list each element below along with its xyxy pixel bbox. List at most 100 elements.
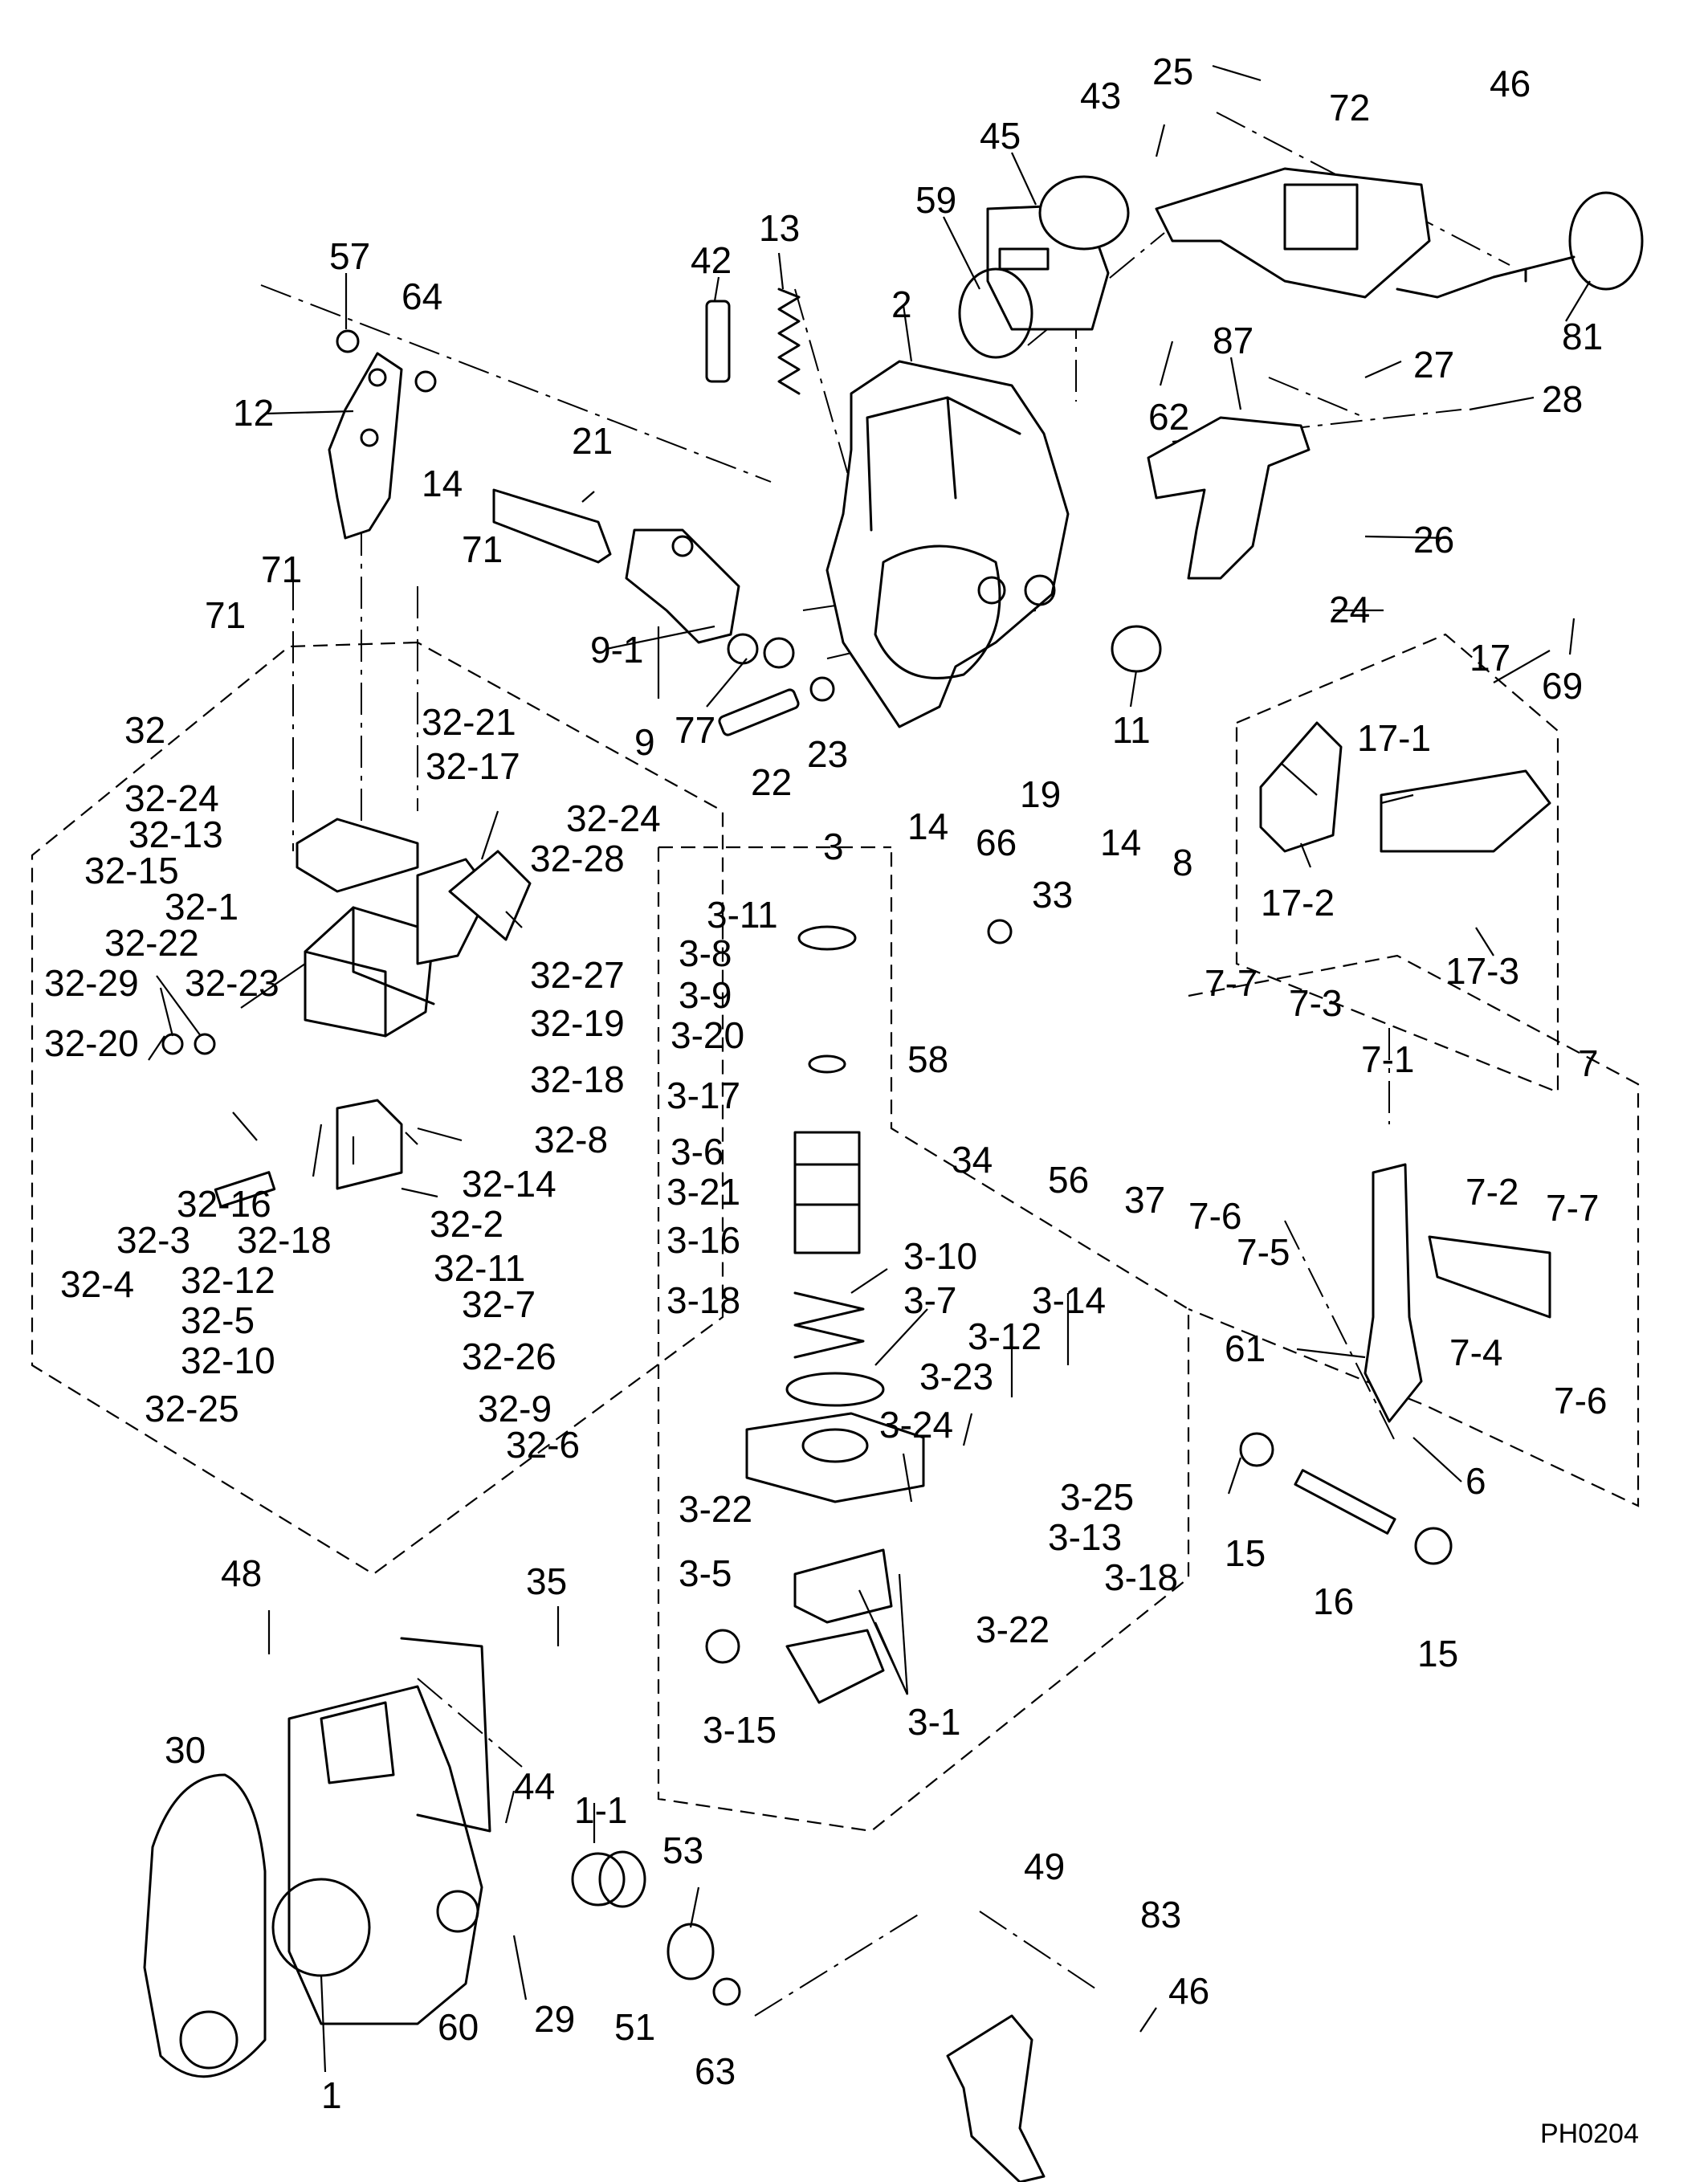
callout-29: 29 [534, 1998, 575, 2040]
callout-32-14: 32-14 [462, 1163, 556, 1205]
callout-32-9: 32-9 [478, 1388, 552, 1430]
callout-72: 72 [1329, 87, 1370, 128]
callout-3-17: 3-17 [666, 1075, 740, 1116]
callout-28: 28 [1542, 378, 1583, 420]
callout-51: 51 [614, 2006, 655, 2048]
callout-7-5: 7-5 [1237, 1231, 1290, 1273]
callout-87: 87 [1213, 320, 1253, 361]
callout-23: 23 [807, 733, 848, 775]
callout-37: 37 [1124, 1179, 1165, 1221]
vacuum-actuator-81-part [1396, 191, 1644, 299]
callout-32-25: 32-25 [145, 1388, 239, 1430]
callout-46: 46 [1490, 63, 1531, 104]
callout-33: 33 [1032, 874, 1073, 916]
callout-3-25: 3-25 [1060, 1476, 1134, 1518]
callout-71-c: 71 [205, 594, 246, 636]
callout-32-4: 32-4 [60, 1263, 134, 1305]
callout-3-18-a: 3-18 [666, 1279, 740, 1321]
group-3-boundary [657, 846, 1190, 1833]
callout-32-11: 32-11 [434, 1247, 525, 1289]
callout-17-3: 17-3 [1445, 950, 1519, 992]
bracket-87-part [1147, 416, 1311, 580]
callout-71-b: 71 [261, 549, 302, 590]
bracket-17-part [1259, 721, 1551, 853]
callout-3-16: 3-16 [666, 1219, 740, 1261]
governor-cover-part [825, 360, 1070, 728]
callout-3: 3 [823, 826, 844, 867]
group-17-boundary [1235, 633, 1559, 1094]
callout-60: 60 [438, 2006, 479, 2048]
callout-48: 48 [221, 1552, 262, 1594]
callout-14-b: 14 [907, 806, 948, 847]
callout-44: 44 [514, 1765, 555, 1807]
callout-53: 53 [662, 1829, 703, 1871]
callout-3-10: 3-10 [903, 1235, 977, 1277]
callout-3-20: 3-20 [671, 1014, 744, 1056]
callout-46-b: 46 [1168, 1970, 1209, 2012]
callout-3-12: 3-12 [968, 1315, 1042, 1357]
callout-14-c: 14 [1100, 822, 1141, 863]
group-32-boundary [31, 641, 724, 1576]
callout-30: 30 [165, 1729, 206, 1771]
callout-3-21: 3-21 [666, 1171, 740, 1213]
callout-32-20: 32-20 [44, 1022, 139, 1064]
callout-1: 1 [321, 2074, 342, 2116]
governor-housing-32-part [296, 818, 532, 1190]
callout-3-23: 3-23 [919, 1356, 993, 1397]
small-parts [161, 329, 1453, 2006]
callout-7-7-a: 7-7 [1205, 962, 1258, 1004]
bracket-49-part [946, 2014, 1046, 2182]
control-block-3-1-part [745, 1412, 925, 1704]
callout-3-18-b: 3-18 [1104, 1556, 1178, 1598]
callout-7-6-b: 7-6 [1554, 1380, 1607, 1421]
shaft-lever-9-part [492, 488, 740, 644]
callout-69: 69 [1542, 665, 1583, 707]
callout-3-1: 3-1 [907, 1701, 960, 1743]
callout-32-26: 32-26 [462, 1336, 556, 1377]
callout-59: 59 [915, 179, 956, 221]
callout-32-6: 32-6 [506, 1424, 580, 1466]
callout-24: 24 [1329, 589, 1370, 630]
callout-3-24: 3-24 [879, 1404, 953, 1446]
callout-43: 43 [1080, 75, 1121, 116]
callout-9-1: 9-1 [590, 629, 643, 671]
callout-26: 26 [1413, 519, 1454, 561]
callout-32-18-a: 32-18 [530, 1058, 625, 1100]
callout-61: 61 [1225, 1328, 1266, 1369]
callout-57: 57 [329, 235, 370, 277]
callout-3-13: 3-13 [1048, 1516, 1122, 1558]
callout-32-8: 32-8 [534, 1119, 608, 1160]
vacuum-actuator-part [986, 175, 1130, 331]
callout-2: 2 [891, 283, 912, 325]
callout-15-b: 15 [1417, 1633, 1458, 1674]
callout-3-11: 3-11 [707, 894, 778, 936]
callout-32-24-b: 32-24 [566, 797, 661, 839]
callout-32-16: 32-16 [177, 1183, 271, 1225]
o-ring-part [958, 267, 1033, 359]
callout-83: 83 [1140, 1894, 1181, 1935]
callout-32-29: 32-29 [44, 962, 139, 1004]
callout-62: 62 [1148, 396, 1189, 438]
callout-17-1: 17-1 [1357, 717, 1431, 759]
callout-32-12: 32-12 [181, 1259, 275, 1301]
callout-32-28: 32-28 [530, 838, 625, 879]
callout-22: 22 [751, 761, 792, 803]
callout-32-23: 32-23 [185, 962, 279, 1004]
callout-32-24-a: 32-24 [124, 777, 219, 819]
callout-27: 27 [1413, 344, 1454, 385]
callout-15-a: 15 [1225, 1532, 1266, 1574]
callout-7-1: 7-1 [1361, 1038, 1414, 1080]
callout-7-6-a: 7-6 [1188, 1195, 1241, 1237]
bracket-72-part [1155, 167, 1431, 299]
callout-8: 8 [1172, 842, 1193, 883]
callout-7-7-b: 7-7 [1546, 1187, 1599, 1229]
callout-16: 16 [1313, 1580, 1354, 1622]
callout-32-7: 32-7 [462, 1283, 536, 1325]
callout-56: 56 [1048, 1159, 1089, 1201]
callout-6: 6 [1465, 1460, 1486, 1502]
callout-32-1: 32-1 [165, 886, 238, 928]
callout-32-15: 32-15 [84, 850, 179, 891]
callout-71-a: 71 [462, 528, 503, 570]
callout-32-19: 32-19 [530, 1002, 625, 1044]
